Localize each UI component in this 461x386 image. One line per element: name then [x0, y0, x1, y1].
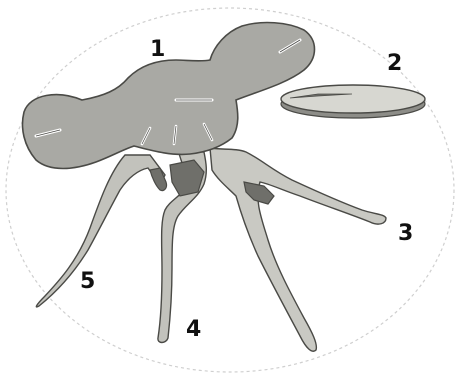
callout-4: 4 [186, 317, 201, 342]
callout-5: 5 [80, 269, 95, 294]
callout-1: 1 [150, 37, 165, 62]
part-1-body [23, 23, 315, 169]
part-5-leg [36, 155, 166, 307]
part-2-disc [281, 85, 425, 118]
part-3-leg [210, 148, 386, 351]
callout-2: 2 [387, 51, 402, 76]
callout-3: 3 [398, 221, 413, 246]
